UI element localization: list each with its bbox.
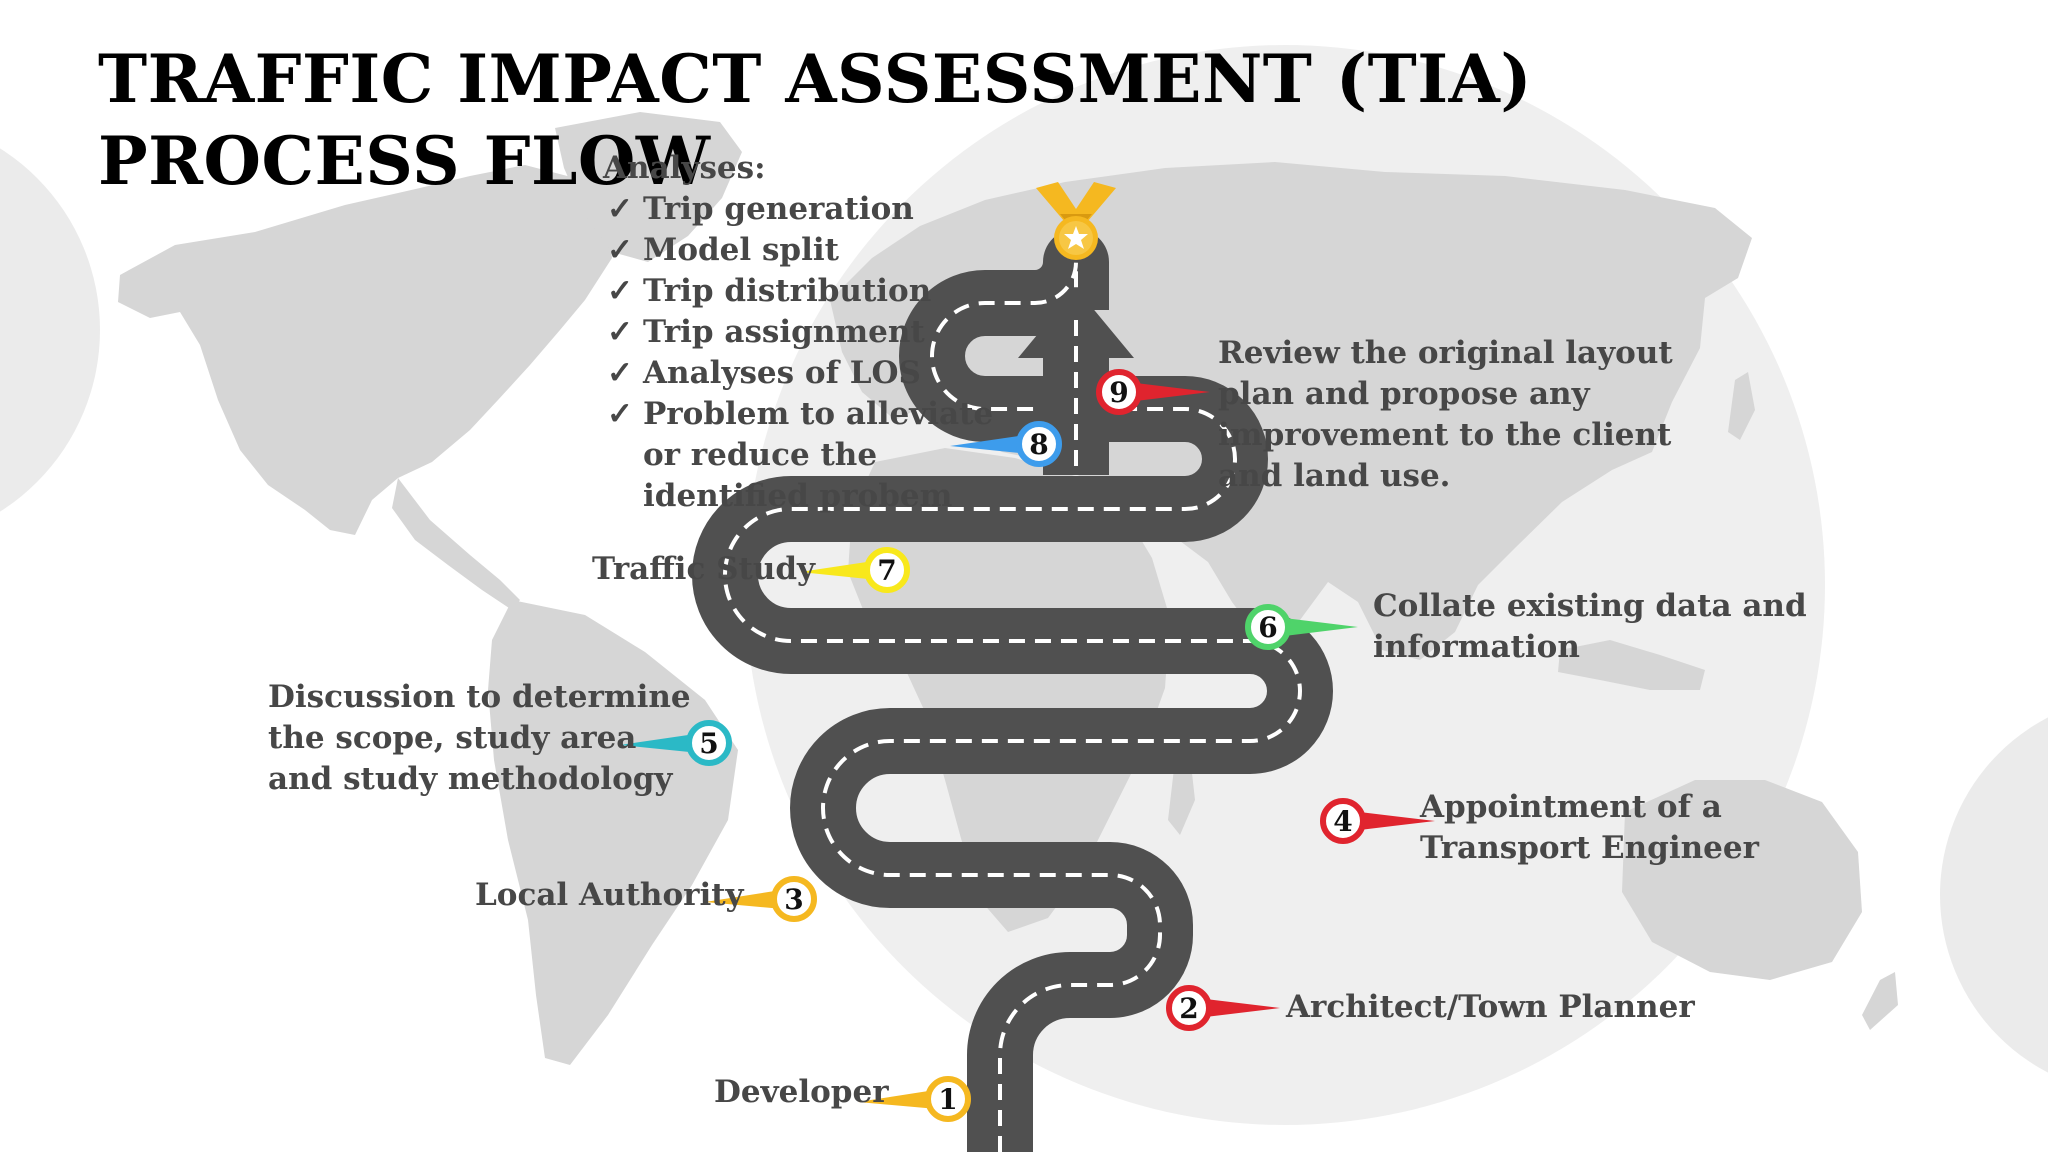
- step-5-badge: [686, 720, 732, 766]
- step-3-number: 3: [784, 883, 803, 916]
- analyses-item: ✓ Trip generation: [603, 189, 993, 230]
- checkmark-icon: ✓: [607, 191, 633, 227]
- step-7-badge: [864, 547, 910, 593]
- map-south-america: [488, 600, 738, 1065]
- step-3-marker: 3: [705, 876, 817, 922]
- background-circle-right: [1940, 717, 2048, 1073]
- step-6-line-1: Collate existing data and: [1373, 588, 1807, 624]
- step-4-line-1: Appointment of a: [1420, 789, 1722, 825]
- step-1-number: 1: [938, 1083, 957, 1116]
- analyses-item: ✓ Problem to alleviate or reduce the identi…: [603, 394, 993, 517]
- checkmark-icon: ✓: [607, 396, 633, 432]
- world-map: [118, 112, 1898, 1065]
- analyses-item: ✓ Model split: [603, 230, 993, 271]
- checkmark-icon: ✓: [607, 355, 633, 391]
- step-5-number: 5: [699, 727, 718, 760]
- analyses-item-text: Trip distribution: [643, 273, 932, 309]
- map-new-zealand: [1862, 972, 1898, 1030]
- analyses-item: ✓ Trip assignment: [603, 312, 993, 353]
- step-4-badge: [1320, 798, 1366, 844]
- analyses-item-continuation: or reduce the: [643, 437, 878, 473]
- analyses-item-text: Analyses of LOS: [643, 355, 921, 391]
- step-8-badge: [1016, 421, 1062, 467]
- step-7-marker: 7: [800, 547, 910, 593]
- analyses-item-text: Problem to alleviate: [643, 396, 994, 432]
- analyses-item-text: Trip assignment: [643, 314, 925, 350]
- step-4-marker: 4: [1320, 798, 1435, 844]
- step-7-number: 7: [877, 554, 896, 587]
- step-5-label: Discussion to determine the scope, study…: [268, 677, 691, 800]
- analyses-item-text: Model split: [643, 232, 839, 268]
- step-6-pointer: [1268, 616, 1358, 638]
- step-6-label: Collate existing data and information: [1373, 586, 1807, 668]
- step-1-badge: [925, 1076, 971, 1122]
- analyses-block: Analyses: ✓ Trip generation ✓ Model split ✓ T…: [603, 148, 993, 517]
- step-2-marker: 2: [1166, 985, 1280, 1031]
- checkmark-icon: ✓: [607, 232, 633, 268]
- step-9-badge: [1096, 369, 1142, 415]
- step-2-label: Architect/Town Planner: [1286, 989, 1695, 1025]
- checkmark-icon: ✓: [607, 314, 633, 350]
- step-2-number: 2: [1179, 992, 1198, 1025]
- analyses-item: ✓ Analyses of LOS: [603, 353, 993, 394]
- step-6-marker: 6: [1245, 604, 1358, 650]
- step-5-line-1: Discussion to determine: [268, 679, 691, 715]
- background-circle-left: [0, 148, 100, 512]
- map-greenland: [555, 112, 742, 262]
- medal-icon: [1036, 182, 1116, 260]
- step-4-line-2: Transport Engineer: [1420, 830, 1759, 866]
- step-6-badge: [1245, 604, 1291, 650]
- analyses-list: ✓ Trip generation ✓ Model split ✓ Trip distri…: [603, 189, 993, 517]
- step-8-marker: 8: [950, 421, 1062, 467]
- step-6-line-2: information: [1373, 629, 1580, 665]
- map-australia: [1622, 780, 1862, 980]
- step-2-badge: [1166, 985, 1212, 1031]
- step-5-marker: 5: [620, 720, 732, 766]
- analyses-item-continuation: identified probem: [643, 478, 953, 514]
- step-9-line-2: plan and propose any: [1218, 376, 1590, 412]
- step-4-label: Appointment of a Transport Engineer: [1420, 787, 1759, 869]
- step-9-line-4: and land use.: [1218, 458, 1451, 494]
- medal-star-icon: [1064, 226, 1088, 249]
- step-9-label: Review the original layout plan and prop…: [1218, 333, 1673, 497]
- map-madagascar: [1168, 755, 1195, 835]
- step-1-marker: 1: [858, 1076, 971, 1122]
- step-1-label: Developer: [714, 1074, 889, 1110]
- map-indonesia: [1558, 640, 1705, 690]
- step-9-marker: 9: [1096, 369, 1210, 415]
- analyses-item-text: Trip generation: [643, 191, 914, 227]
- road-centerline: [723, 261, 1302, 1152]
- step-9-line-3: improvement to the client: [1218, 417, 1672, 453]
- step-3-badge: [771, 876, 817, 922]
- step-4-pointer: [1343, 810, 1435, 832]
- step-5-line-3: and study methodology: [268, 761, 673, 797]
- step-9-line-1: Review the original layout: [1218, 335, 1673, 371]
- slide-title: TRAFFIC IMPACT ASSESSMENT (TIA) PROCESS …: [98, 40, 1533, 200]
- step-9-number: 9: [1109, 376, 1128, 409]
- step-6-number: 6: [1258, 611, 1277, 644]
- step-8-number: 8: [1029, 428, 1048, 461]
- map-africa: [848, 448, 1170, 932]
- step-7-label: Traffic Study: [592, 551, 816, 587]
- map-north-america: [118, 165, 612, 535]
- map-central-america: [392, 478, 520, 610]
- analyses-item: ✓ Trip distribution: [603, 271, 993, 312]
- step-2-pointer: [1189, 997, 1280, 1019]
- checkmark-icon: ✓: [607, 273, 633, 309]
- step-9-pointer: [1119, 381, 1210, 403]
- step-3-label: Local Authority: [475, 877, 744, 913]
- analyses-heading: Analyses:: [603, 150, 766, 186]
- step-4-number: 4: [1333, 805, 1352, 838]
- map-japan: [1728, 372, 1755, 440]
- step-5-line-2: the scope, study area: [268, 720, 637, 756]
